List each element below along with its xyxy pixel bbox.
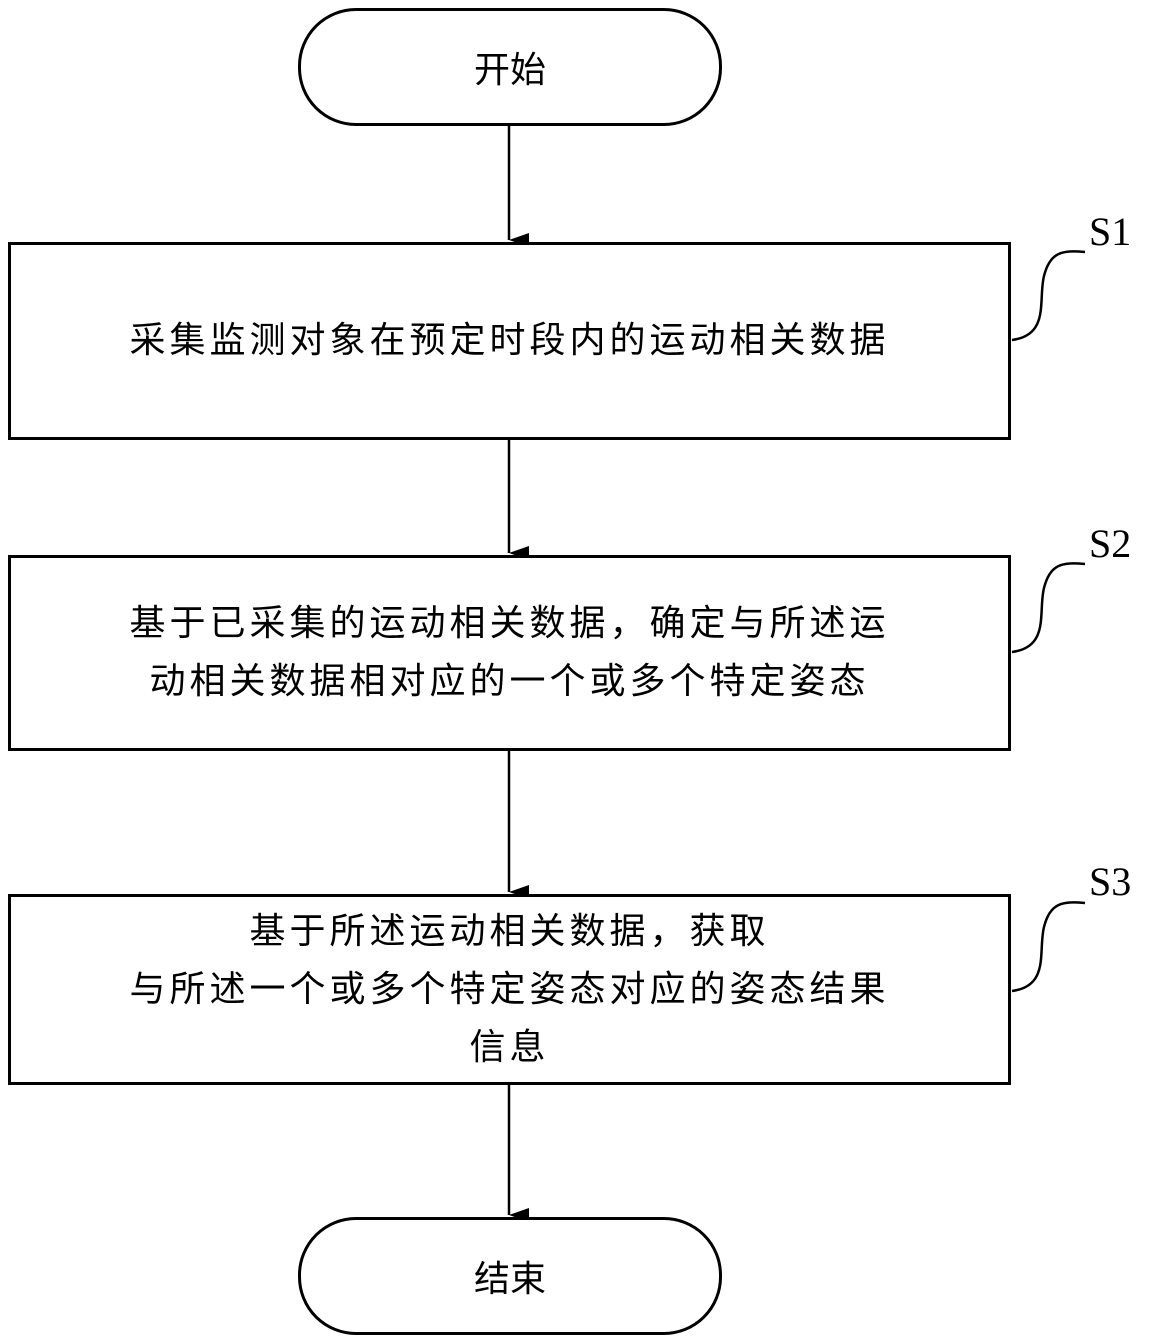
start-label: 开始: [474, 41, 546, 93]
start-terminal: 开始: [298, 8, 722, 126]
step-s2-label: S2: [1089, 524, 1131, 564]
step-s1-label: S1: [1089, 212, 1131, 252]
s1-leader-line: [1012, 251, 1085, 340]
step-s3-text-line: 基于所述运动相关数据，获取: [249, 903, 769, 961]
step-s3-label: S3: [1089, 862, 1131, 902]
step-s1-box: 采集监测对象在预定时段内的运动相关数据: [8, 242, 1011, 440]
step-s3-box: 基于所述运动相关数据，获取 与所述一个或多个特定姿态对应的姿态结果 信息: [8, 894, 1011, 1085]
s2-leader-line: [1012, 563, 1085, 652]
end-label: 结束: [474, 1250, 546, 1302]
end-terminal: 结束: [298, 1217, 722, 1335]
step-s1-text-line: 采集监测对象在预定时段内的运动相关数据: [129, 312, 889, 370]
step-s3-text-line: 与所述一个或多个特定姿态对应的姿态结果: [129, 961, 889, 1019]
step-s2-text-line: 基于已采集的运动相关数据，确定与所述运: [129, 595, 889, 653]
step-s2-text-line: 动相关数据相对应的一个或多个特定姿态: [149, 653, 869, 711]
step-s2-box: 基于已采集的运动相关数据，确定与所述运 动相关数据相对应的一个或多个特定姿态: [8, 555, 1011, 751]
s3-leader-line: [1012, 902, 1085, 991]
step-s3-text-line: 信息: [469, 1019, 549, 1077]
